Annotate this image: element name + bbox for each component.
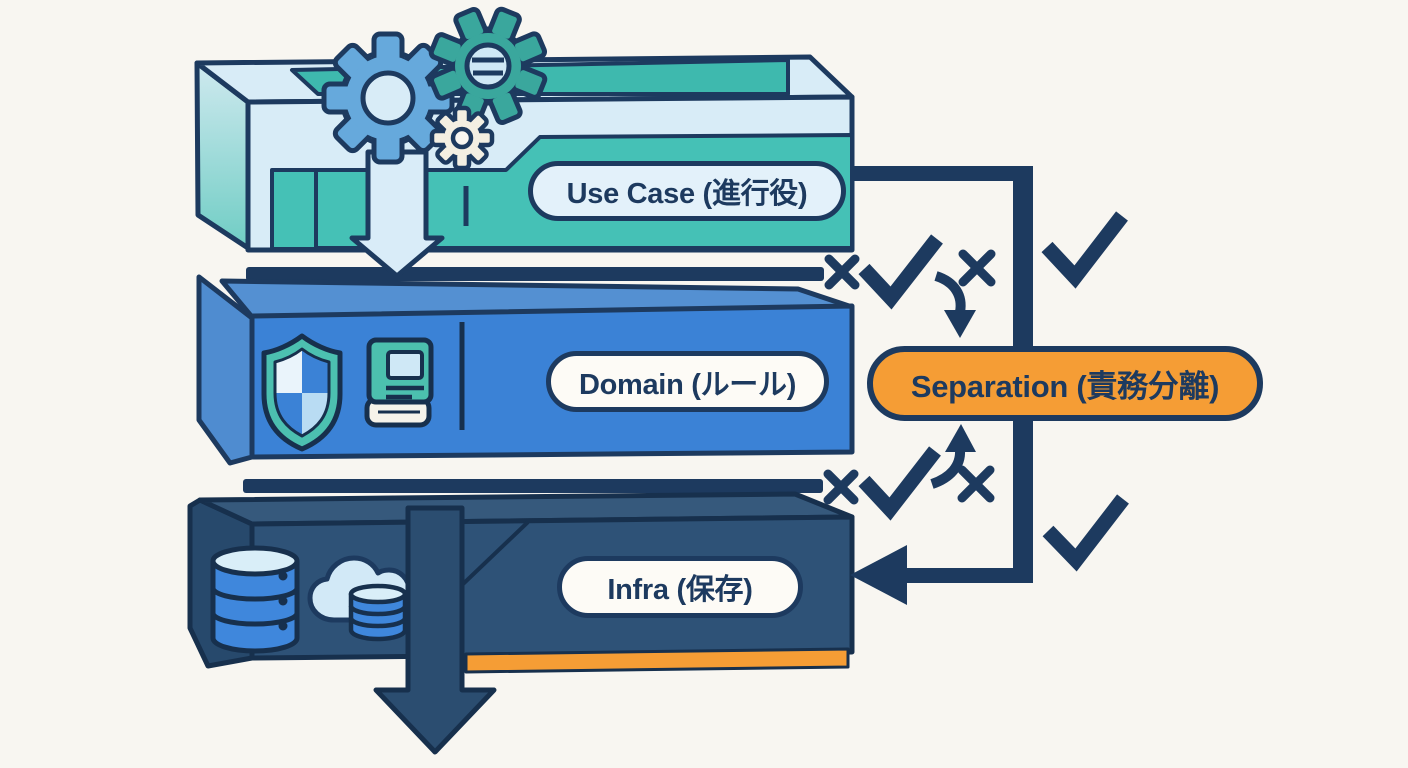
separation-badge-label: Separation (責務分離) — [910, 369, 1220, 404]
database-icon — [348, 583, 408, 642]
separator-bar-lower — [243, 479, 823, 493]
flow-elbow-line — [852, 166, 1033, 583]
separator-bar-upper — [246, 267, 824, 281]
down-flow-arrow-icon — [373, 505, 497, 755]
x-icon — [958, 249, 996, 287]
use-case-label: Use Case (進行役) — [566, 178, 808, 210]
orange-accent-stripe — [464, 647, 850, 674]
check-icon — [858, 446, 941, 521]
infra-notch-line — [460, 520, 530, 587]
gear-icon — [321, 31, 455, 165]
marks-upper-gap — [824, 234, 996, 338]
use-case-label-pill: Use Case (進行役) — [528, 161, 846, 221]
gear-icon — [428, 6, 548, 126]
layer-infra — [187, 491, 855, 674]
x-icon — [957, 465, 995, 503]
domain-label-pill: Domain (ルール) — [546, 351, 829, 412]
curved-down-arrow-icon — [934, 271, 976, 338]
use-case-inner-panel — [270, 168, 318, 251]
book-icon — [364, 337, 434, 428]
x-icon — [824, 254, 860, 290]
check-icon — [1042, 494, 1129, 572]
marks-lower-gap — [823, 424, 995, 521]
check-icon — [858, 234, 943, 310]
curved-up-arrow-icon — [930, 424, 976, 489]
x-icon — [823, 469, 859, 505]
separation-badge: Separation (責務分離) — [867, 346, 1263, 421]
infra-label-pill: Infra (保存) — [557, 556, 803, 618]
database-icon — [210, 545, 300, 654]
domain-left-face — [196, 274, 255, 466]
domain-label: Domain (ルール) — [578, 368, 797, 401]
flow-arrowhead-icon — [850, 545, 907, 605]
gear-icon — [429, 105, 495, 171]
infra-label: Infra (保存) — [607, 574, 753, 606]
down-flow-arrow-icon — [349, 149, 445, 279]
shield-icon — [261, 333, 343, 452]
check-icon — [1041, 211, 1128, 289]
